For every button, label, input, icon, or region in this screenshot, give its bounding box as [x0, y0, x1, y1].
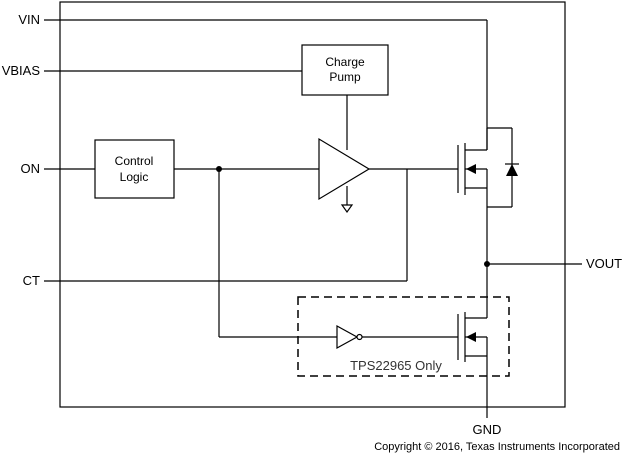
inverter-bubble [356, 333, 363, 341]
buffer-amplifier [318, 137, 371, 201]
charge-pump-block [301, 44, 389, 96]
power-mosfet [457, 143, 488, 207]
chip-outline [59, 1, 566, 408]
variant-note: TPS22965 Only [350, 358, 442, 373]
inverter [336, 324, 359, 350]
control-logic-label-line1: Control [115, 154, 154, 168]
control-logic-label-line2: Logic [120, 170, 149, 184]
discharge-mosfet [457, 298, 488, 418]
gnd-label: GND [473, 422, 502, 437]
charge-pump-label-line2: Pump [329, 70, 361, 84]
variant-region [297, 296, 510, 377]
control-logic-block [94, 139, 175, 199]
ct-label: CT [23, 273, 40, 288]
body-diode [486, 127, 519, 208]
vin-label: VIN [18, 12, 40, 27]
charge-pump-label-line1: Charge [325, 55, 365, 69]
vbias-label: VBIAS [2, 63, 41, 78]
on-label: ON [21, 161, 41, 176]
vout-label: VOUT [586, 256, 622, 271]
ground-symbol [340, 204, 354, 214]
copyright-text: Copyright © 2016, Texas Instruments Inco… [374, 441, 620, 453]
